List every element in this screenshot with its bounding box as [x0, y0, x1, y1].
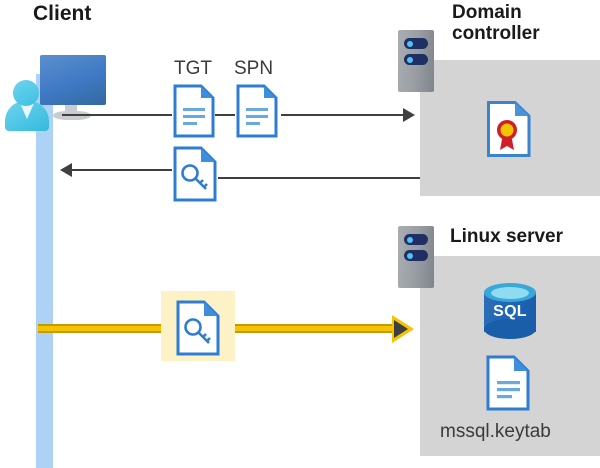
request-line-segment-mid	[215, 114, 235, 116]
client-lifeline	[36, 74, 53, 468]
auth-line-segment-left	[38, 324, 168, 333]
request-line-segment-right	[281, 114, 403, 116]
keytab-document-icon	[486, 355, 530, 411]
auth-line-segment-right	[228, 324, 394, 333]
service-ticket-key-document-icon	[176, 300, 220, 356]
keytab-file-label: mssql.keytab	[440, 421, 551, 442]
response-line-segment-right	[218, 177, 420, 179]
certificate-document-icon	[486, 100, 532, 158]
monitor-screen-icon	[40, 55, 106, 105]
sql-label: SQL	[493, 303, 527, 320]
client-workstation-icon	[5, 25, 110, 131]
server-bar-icon	[404, 38, 428, 49]
sql-database-icon: SQL	[484, 283, 536, 341]
sql-cylinder-bottom	[484, 319, 536, 339]
domain-controller-server-icon	[398, 30, 434, 92]
server-bar-icon	[404, 234, 428, 245]
tgt-label: TGT	[174, 58, 212, 79]
client-title: Client	[33, 2, 92, 25]
spn-label: SPN	[234, 58, 274, 79]
request-arrowhead	[403, 108, 415, 122]
spn-document-icon	[236, 84, 278, 138]
server-bar-icon	[404, 54, 428, 65]
tgt-document-icon	[173, 84, 215, 138]
domain-controller-title: Domain controller	[452, 2, 540, 45]
person-head-icon	[13, 80, 39, 106]
linux-server-icon	[398, 226, 434, 288]
auth-arrowhead-inner	[394, 320, 408, 338]
response-arrowhead	[60, 163, 72, 177]
response-line-segment-left	[72, 169, 172, 171]
linux-server-title: Linux server	[450, 226, 563, 247]
monitor-stand-icon	[65, 105, 77, 115]
server-bar-icon	[404, 250, 428, 261]
ticket-key-document-icon	[173, 146, 217, 202]
request-line-segment-left	[62, 114, 172, 116]
sql-cylinder-top-inner	[491, 287, 529, 299]
